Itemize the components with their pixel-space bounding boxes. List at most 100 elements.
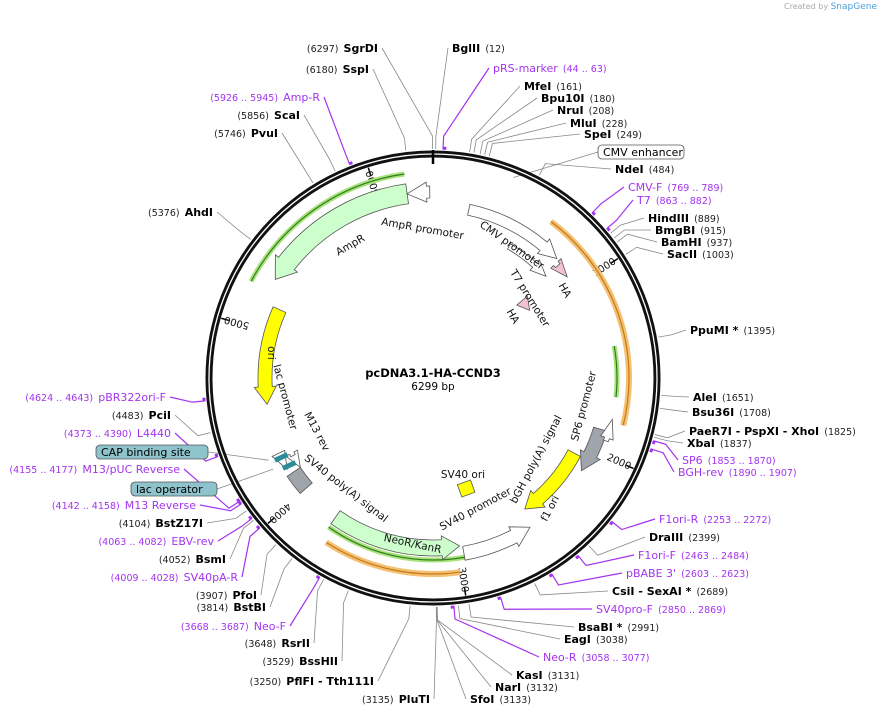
sv40-polya-signal[interactable]: [286, 466, 313, 495]
enzyme-site-label[interactable]: AleI (1651): [693, 386, 754, 405]
enzyme-site-label[interactable]: (5376) AhdI: [148, 201, 213, 220]
primer-label[interactable]: pBABE 3' (2603 .. 2623): [626, 562, 749, 581]
lac-operator-box[interactable]: lac operator: [130, 481, 218, 497]
leader-line: [377, 605, 411, 682]
site-name: BssHII: [299, 655, 338, 668]
ha-tag[interactable]: [550, 257, 568, 278]
primer-label[interactable]: (4624 .. 4643) pBR322ori-F: [25, 386, 166, 405]
enzyme-site-label[interactable]: SfoI (3133): [470, 688, 531, 707]
site-position: (5856): [237, 111, 269, 122]
site-name: PpuMI *: [690, 324, 739, 337]
enzyme-site-label[interactable]: (5856) ScaI: [237, 104, 300, 123]
enzyme-site-label[interactable]: HindIII (889): [648, 207, 720, 226]
cmv-promoter[interactable]: [467, 203, 558, 260]
enzyme-site-label[interactable]: NarI (3132): [495, 676, 558, 695]
enzyme-site-label[interactable]: CsiI - SexAI * (2689): [612, 580, 728, 599]
site-position: (6180): [306, 65, 338, 76]
enzyme-site-label[interactable]: MluI (228): [570, 112, 627, 131]
ha-tag[interactable]: [516, 295, 531, 311]
enzyme-site-label[interactable]: DraIII (2399): [649, 526, 720, 545]
leader-line: [436, 606, 467, 700]
primer-label[interactable]: (4155 .. 4177) M13/pUC Reverse: [9, 458, 180, 477]
site-name: BmgBI: [655, 224, 695, 237]
enzyme-site-label[interactable]: BsaBI * (2991): [578, 616, 659, 635]
enzyme-site-label[interactable]: (6297) SgrDI: [307, 37, 378, 56]
enzyme-site-label[interactable]: (6180) SspI: [306, 58, 369, 77]
site-position: (4142 .. 4158): [52, 501, 120, 512]
bgh-polya-signal[interactable]: [579, 426, 608, 472]
box-label: lac operator: [136, 483, 203, 496]
leader-line: [199, 503, 242, 512]
primer-label[interactable]: F1ori-R (2253 .. 2272): [659, 508, 771, 527]
primer-label[interactable]: Neo-R (3058 .. 3077): [543, 646, 650, 665]
enzyme-site-label[interactable]: Bpu10I (180): [541, 87, 615, 106]
enzyme-site-label[interactable]: PpuMI * (1395): [690, 319, 775, 338]
leader-line: [372, 68, 407, 151]
leader-line: [241, 527, 261, 578]
leader-line: [606, 199, 634, 230]
primer-label[interactable]: (4142 .. 4158) M13 Reverse: [52, 494, 196, 513]
enzyme-site-label[interactable]: NdeI (484): [615, 158, 674, 177]
primer-label[interactable]: (4063 .. 4082) EBV-rev: [98, 530, 214, 549]
primer-label[interactable]: (5926 .. 5945) Amp-R: [210, 86, 320, 105]
site-position: (3814): [197, 603, 229, 614]
enzyme-site-label[interactable]: NruI (208): [557, 99, 614, 118]
site-name: BglII: [452, 42, 480, 55]
primer-label[interactable]: (4373 .. 4390) L4440: [64, 422, 171, 441]
enzyme-site-label[interactable]: BmgBI (915): [655, 219, 726, 238]
neor-kanr-gene[interactable]: [330, 510, 461, 561]
site-position: (1395): [743, 326, 775, 337]
enzyme-site-label[interactable]: (3135) PluTI: [362, 688, 430, 707]
primer-label[interactable]: F1ori-F (2463 .. 2484): [638, 544, 749, 563]
primer-label[interactable]: pRS-marker (44 .. 63): [493, 57, 607, 76]
leader-line: [217, 517, 253, 542]
enzyme-site-label[interactable]: Bsu36I (1708): [692, 401, 771, 420]
feature-label: ori: [265, 346, 277, 360]
ori[interactable]: [253, 306, 287, 406]
enzyme-site-label[interactable]: BglII (12): [452, 37, 505, 56]
site-name: ScaI: [274, 109, 300, 122]
enzyme-site-label[interactable]: BamHI (937): [661, 231, 732, 250]
t7-promoter[interactable]: [506, 243, 547, 277]
enzyme-site-label[interactable]: (4052) BsmI: [159, 548, 226, 567]
enzyme-site-label[interactable]: (3907) PfoI: [196, 584, 257, 603]
enzyme-site-label[interactable]: (5746) PvuI: [214, 122, 278, 141]
primer-mark: [315, 575, 321, 580]
enzyme-site-label[interactable]: (3814) BstBI: [197, 596, 266, 615]
sv40-ori[interactable]: [456, 479, 476, 498]
primer-mark: [548, 573, 554, 578]
site-position: (484): [649, 165, 675, 176]
sp6-promoter[interactable]: [600, 418, 614, 443]
enzyme-site-label[interactable]: MfeI (161): [524, 75, 582, 94]
enzyme-site-label[interactable]: XbaI (1837): [687, 432, 752, 451]
primer-label[interactable]: CMV-F (769 .. 789): [628, 176, 723, 195]
enzyme-site-label[interactable]: (4483) PciI: [112, 404, 171, 423]
ampr-promoter[interactable]: [406, 181, 431, 203]
enzyme-site-label[interactable]: PaeR7I - PspXI - XhoI (1825): [689, 420, 856, 439]
enzyme-site-label[interactable]: SpeI (249): [584, 123, 642, 142]
primer-label[interactable]: (3668 .. 3687) Neo-F: [181, 615, 286, 634]
site-position: (3131): [548, 671, 580, 682]
primer-label[interactable]: SP6 (1853 .. 1870): [682, 449, 776, 468]
f1-ori[interactable]: [524, 449, 581, 510]
enzyme-site-label[interactable]: (4104) BstZ17I: [119, 512, 203, 531]
leader-line: [613, 229, 652, 239]
primer-label[interactable]: T7 (863 .. 882): [636, 189, 712, 208]
cap-binding-site-box[interactable]: CAP binding site: [95, 444, 209, 460]
sv40-promoter[interactable]: [462, 526, 531, 561]
enzyme-site-label[interactable]: (3250) PflFI - Tth111I: [250, 670, 374, 689]
enzyme-site-label[interactable]: (3529) BssHII: [262, 650, 338, 669]
site-name: Neo-R: [543, 651, 577, 664]
primer-label[interactable]: BGH-rev (1890 .. 1907): [678, 461, 797, 480]
tick-mark: [625, 464, 634, 470]
primer-label[interactable]: (4009 .. 4028) SV40pA-R: [111, 566, 239, 585]
cmv-enhancer-box[interactable]: CMV enhancer: [597, 144, 685, 160]
m13-rev[interactable]: [285, 449, 301, 469]
site-position: (3907): [196, 591, 228, 602]
enzyme-site-label[interactable]: SacII (1003): [667, 243, 734, 262]
leader-line: [458, 605, 561, 640]
primer-label[interactable]: SV40pro-F (2850 .. 2869): [596, 598, 726, 617]
enzyme-site-label[interactable]: EagI (3038): [564, 628, 628, 647]
enzyme-site-label[interactable]: (3648) RsrII: [245, 632, 310, 651]
enzyme-site-label[interactable]: KasI (3131): [516, 664, 579, 683]
